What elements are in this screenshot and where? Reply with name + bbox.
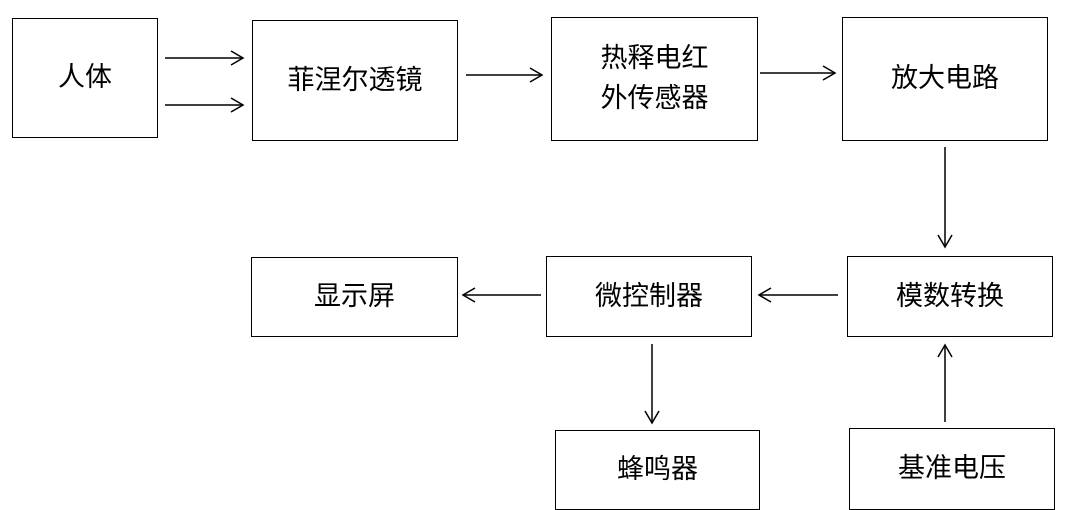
node-amplifier-label: 放大电路: [891, 63, 999, 94]
node-pir-sensor: 热释电红 外传感器: [551, 17, 758, 141]
node-fresnel-lens: 菲涅尔透镜: [252, 20, 458, 141]
node-microcontroller: 微控制器: [546, 256, 752, 337]
arrow-lens-to-sensor: [466, 67, 544, 83]
node-adc-label: 模数转换: [896, 280, 1004, 312]
node-amplifier: 放大电路: [842, 17, 1048, 141]
arrow-human-to-lens-upper: [165, 50, 245, 66]
node-microcontroller-label: 微控制器: [595, 280, 703, 312]
node-fresnel-lens-label: 菲涅尔透镜: [287, 64, 423, 96]
arrow-human-to-lens-lower: [165, 97, 245, 113]
arrow-microcontroller-to-buzzer: [644, 344, 660, 425]
node-buzzer-label: 蜂鸣器: [617, 454, 698, 485]
node-pir-sensor-label: 热释电红 外传感器: [600, 43, 709, 114]
node-display: 显示屏: [251, 257, 458, 337]
node-adc: 模数转换: [847, 256, 1053, 337]
node-human-body-label: 人体: [58, 62, 112, 93]
arrow-microcontroller-to-display: [461, 287, 541, 303]
arrow-adc-to-microcontroller: [757, 287, 838, 303]
arrow-amplifier-to-adc: [937, 147, 953, 249]
arrow-sensor-to-amplifier: [760, 65, 837, 81]
node-reference-voltage-label: 基准电压: [898, 453, 1006, 484]
node-human-body: 人体: [12, 18, 158, 138]
arrow-reference-to-adc: [937, 343, 953, 422]
node-display-label: 显示屏: [314, 281, 395, 312]
connector-arrows: [165, 50, 953, 425]
